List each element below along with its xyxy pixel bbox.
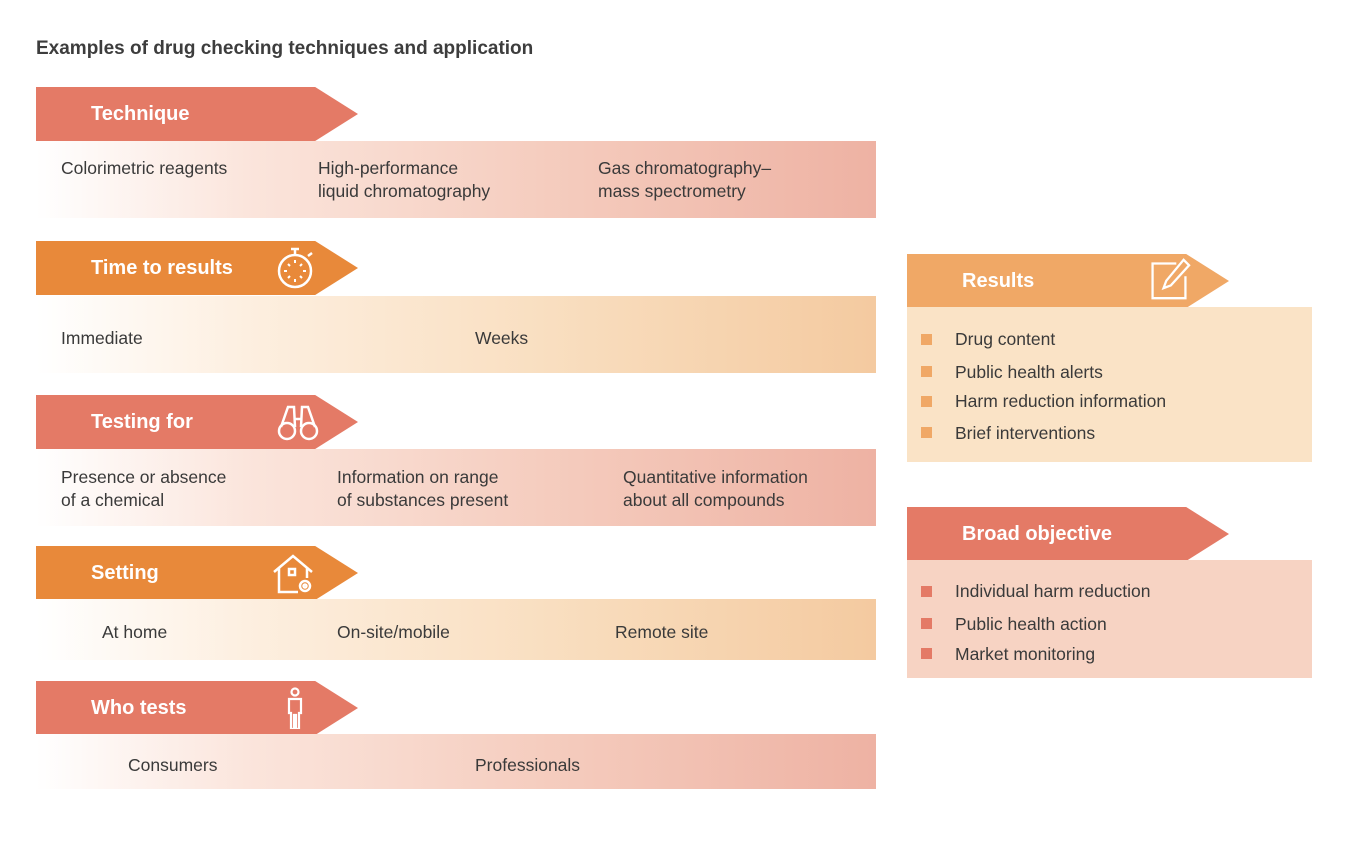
results-box: Drug content Public health alerts Harm r… — [907, 307, 1312, 462]
band-item: Presence or absence of a chemical — [61, 467, 227, 510]
band-item: Quantitative information about all compo… — [623, 467, 808, 510]
band-item: Information on range of substances prese… — [337, 467, 509, 510]
bullet-icon — [921, 618, 932, 629]
header-label: Technique — [91, 103, 190, 125]
objective-box: Individual harm reduction Public health … — [907, 560, 1312, 678]
who-header: Who tests — [36, 681, 358, 735]
bullet-icon — [921, 396, 932, 407]
setting-header: Setting — [36, 546, 358, 600]
band-item: At home — [102, 622, 168, 642]
bullet-icon — [921, 366, 932, 377]
objective-header: Broad objective — [907, 507, 1229, 561]
edit-icon — [1151, 258, 1191, 300]
header-label: Broad objective — [962, 523, 1113, 545]
binoculars-icon — [277, 405, 319, 441]
band-item: Weeks — [475, 328, 529, 348]
header-label: Setting — [91, 562, 159, 584]
time-band: Immediate Weeks — [36, 296, 876, 373]
testing-header: Testing for — [36, 395, 358, 449]
list-item: Public health alerts — [955, 362, 1103, 382]
band-item: Gas chromatography– mass spectrometry — [598, 158, 772, 201]
band-item: High-performance liquid chromatography — [318, 158, 491, 201]
house-gear-icon — [273, 554, 313, 594]
list-item: Drug content — [955, 329, 1056, 349]
band-item: Colorimetric reagents — [61, 158, 228, 178]
header-label: Results — [962, 270, 1035, 292]
bullet-icon — [921, 427, 932, 438]
list-item: Harm reduction information — [955, 391, 1167, 411]
list-item: Public health action — [955, 614, 1107, 634]
technique-band: Colorimetric reagents High-performance l… — [36, 141, 876, 218]
bullet-icon — [921, 334, 932, 345]
list-item: Market monitoring — [955, 644, 1096, 664]
band-item: Professionals — [475, 755, 581, 775]
page-title: Examples of drug checking techniques and… — [36, 38, 534, 59]
band-item: On-site/mobile — [337, 622, 450, 642]
who-band: Consumers Professionals — [36, 734, 876, 789]
header-label: Testing for — [91, 411, 193, 433]
stopwatch-icon — [277, 247, 313, 289]
list-item: Individual harm reduction — [955, 581, 1151, 601]
list-item: Brief interventions — [955, 423, 1096, 443]
band-item: Remote site — [615, 622, 709, 642]
person-icon — [287, 687, 303, 729]
band-item: Immediate — [61, 328, 143, 348]
header-label: Who tests — [91, 697, 187, 719]
header-label: Time to results — [91, 257, 233, 279]
testing-band: Presence or absence of a chemical Inform… — [36, 449, 876, 526]
technique-header: Technique — [36, 87, 358, 141]
setting-band: At home On-site/mobile Remote site — [36, 599, 876, 660]
band-item: Consumers — [128, 755, 218, 775]
bullet-icon — [921, 586, 932, 597]
bullet-icon — [921, 648, 932, 659]
time-header: Time to results — [36, 241, 358, 295]
results-header: Results — [907, 254, 1229, 308]
